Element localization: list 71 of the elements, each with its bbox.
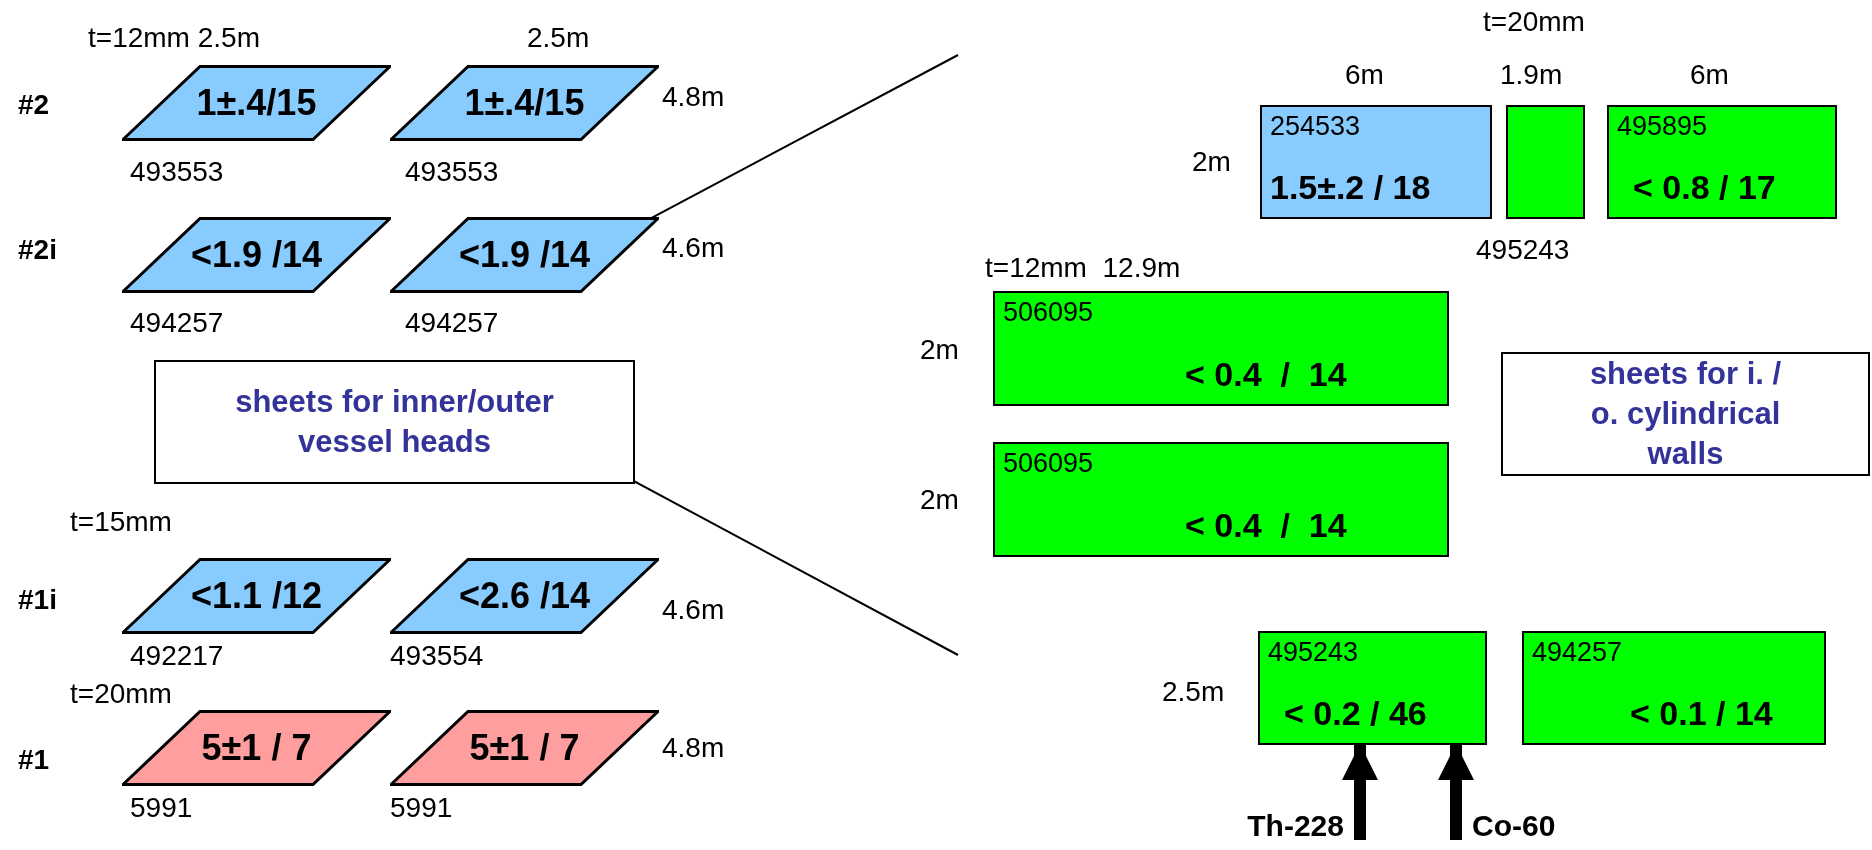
sheet-rectangle (1522, 631, 1826, 745)
sheet-id: 495895 (1617, 111, 1708, 142)
dimension-label: 6m (1345, 59, 1384, 91)
sheet-id: 493553 (130, 156, 224, 188)
sheet-number: #2i (18, 234, 57, 266)
sheet-rectangle (1258, 631, 1487, 745)
dimension-label: 4.8m (662, 81, 725, 113)
note-box (154, 360, 635, 484)
sheet-value: < 0.1 / 14 (1630, 694, 1773, 733)
arrow (1342, 744, 1378, 840)
sheet-id: 495243 (1476, 234, 1570, 266)
sheet-value: 5±1 / 7 (200, 727, 313, 769)
sheet-value: < 0.4 / 14 (1185, 506, 1347, 545)
sheet-number: #1i (18, 584, 57, 616)
note-text: sheets for i. / o. cylindrical walls (1588, 355, 1783, 473)
sheet-id: 493554 (390, 640, 484, 672)
dimension-label: 4.6m (662, 232, 725, 264)
sheet-rectangle (1607, 105, 1837, 219)
sheet-id: 494257 (405, 307, 499, 339)
sheet-parallelogram (390, 65, 659, 141)
sheet-parallelogram (390, 558, 659, 634)
sheet-id: 495243 (1268, 637, 1359, 668)
sheet-value: <1.9 /14 (457, 234, 592, 276)
dimension-label: 2.5m (527, 22, 590, 54)
sheet-id: 494257 (130, 307, 224, 339)
sheet-value: 1±.4/15 (195, 82, 318, 124)
sheet-id: 5991 (390, 792, 453, 824)
sheet-value: <1.1 /12 (189, 575, 324, 617)
sheet-value: 5±1 / 7 (468, 727, 581, 769)
dimension-label: 1.9m (1500, 59, 1563, 91)
sheet-id: 494257 (1532, 637, 1623, 668)
sheet-id: 5991 (130, 792, 193, 824)
dimension-label: t=15mm (70, 506, 172, 538)
sheet-value: <1.9 /14 (189, 234, 324, 276)
sheet-id: 506095 (1003, 297, 1094, 328)
sheet-rectangle (993, 291, 1449, 406)
sheet-id: 492217 (130, 640, 224, 672)
sheet-id: 493553 (405, 156, 499, 188)
dimension-label: 4.8m (662, 732, 725, 764)
dimension-label: 2.5m (1162, 676, 1225, 708)
sheet-parallelogram (122, 558, 391, 634)
sheet-parallelogram (390, 710, 659, 786)
sheet-parallelogram (122, 710, 391, 786)
arrow (1438, 744, 1474, 840)
dimension-label: t=20mm (70, 678, 172, 710)
dimension-label: t=12mm 12.9m (985, 252, 1181, 284)
sheet-parallelogram (122, 217, 391, 293)
sheet-parallelogram (122, 65, 391, 141)
dimension-label: t=12mm 2.5m (88, 22, 260, 54)
dimension-label: 2m (1192, 146, 1231, 178)
dimension-label: 2m (920, 484, 959, 516)
dimension-label: 6m (1690, 59, 1729, 91)
sheet-rectangle (993, 442, 1449, 557)
dimension-label: 4.6m (662, 594, 725, 626)
sheet-rectangle (1506, 105, 1585, 219)
note-box (1501, 352, 1870, 476)
sheet-value: < 0.2 / 46 (1284, 694, 1427, 733)
sheet-parallelogram (390, 217, 659, 293)
sheet-value: 1±.4/15 (463, 82, 586, 124)
sheet-value: < 0.4 / 14 (1185, 355, 1347, 394)
sheet-number: #2 (18, 89, 50, 121)
dimension-label: 2m (920, 334, 959, 366)
sheet-value: < 0.8 / 17 (1633, 168, 1776, 207)
sheet-rectangle (1260, 105, 1492, 219)
sheet-id: 506095 (1003, 448, 1094, 479)
sheet-id: 254533 (1270, 111, 1361, 142)
note-text: sheets for inner/outer vessel heads (234, 383, 555, 461)
dimension-label: t=20mm (1483, 6, 1585, 38)
sheet-value: <2.6 /14 (457, 575, 592, 617)
sheet-value: 1.5±.2 / 18 (1270, 168, 1431, 207)
sheet-number: #1 (18, 744, 50, 776)
